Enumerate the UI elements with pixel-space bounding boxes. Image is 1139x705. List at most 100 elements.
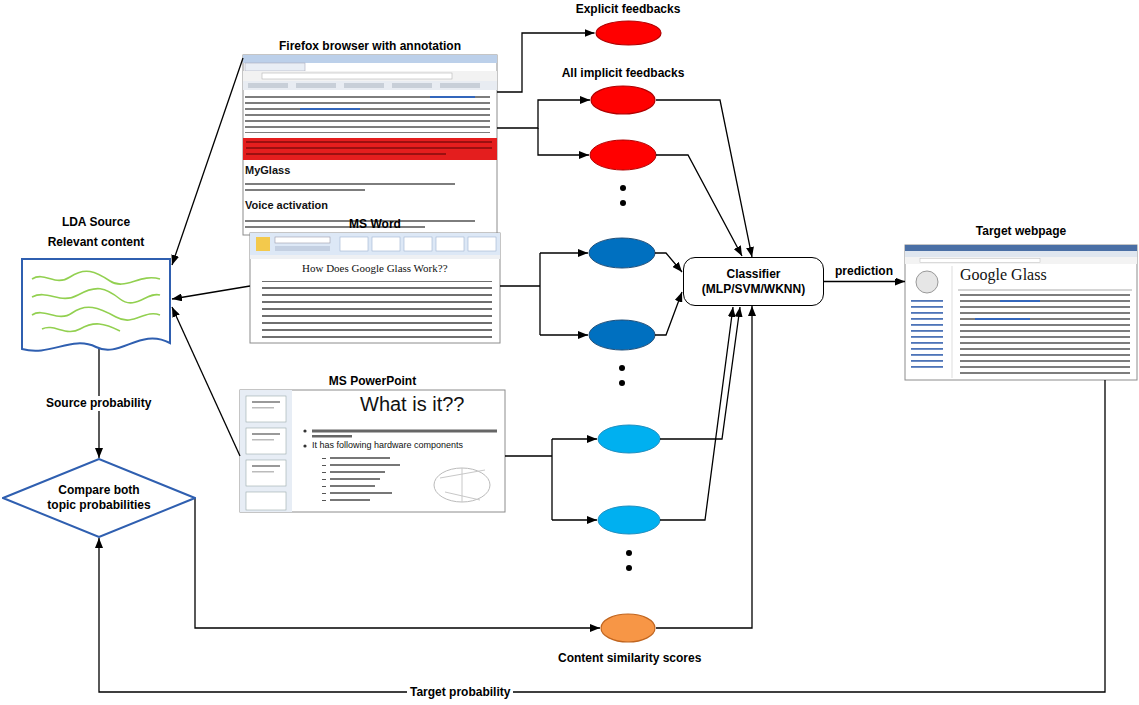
powerpoint-screenshot xyxy=(246,492,286,510)
powerpoint-screenshot xyxy=(434,468,490,502)
screenshot-panel: Target webpage xyxy=(905,222,1137,380)
ellipse-outline xyxy=(601,614,655,642)
target-screenshot xyxy=(905,245,1137,251)
node-label: Explicit feedbacks xyxy=(558,2,698,17)
powerpoint-screenshot xyxy=(252,401,280,403)
decision-diamond: Compare both topic probabilities xyxy=(2,458,196,538)
feature-arrows xyxy=(540,334,588,335)
target-screenshot xyxy=(905,245,1137,380)
feature-arrows xyxy=(655,292,682,335)
screen-text: What is it?? xyxy=(360,393,464,416)
word-screenshot xyxy=(404,237,432,251)
powerpoint-screenshot xyxy=(240,390,505,512)
target-screenshot xyxy=(905,245,1137,380)
powerpoint-screenshot xyxy=(303,444,306,447)
screen-text: Google Glass xyxy=(960,266,1047,284)
feature-arrows xyxy=(655,253,682,272)
feedback-ellipses xyxy=(589,238,655,268)
feedback-ellipses xyxy=(626,550,632,556)
powerpoint-screenshot xyxy=(312,435,352,438)
feedback-ellipses xyxy=(598,425,660,453)
powerpoint-screenshot xyxy=(252,471,274,473)
connector-arrow xyxy=(656,306,752,628)
ellipse-shape xyxy=(595,20,662,46)
connector-arrow xyxy=(497,100,590,128)
powerpoint-screenshot xyxy=(322,472,326,473)
firefox-screenshot xyxy=(243,55,497,235)
feature-arrows xyxy=(656,155,742,256)
target-screenshot xyxy=(952,266,953,378)
screen-text: It has following hardware components xyxy=(312,440,463,450)
score-ellipse: Content similarity scores xyxy=(558,613,698,666)
firefox-screenshot xyxy=(392,83,432,88)
powerpoint-screenshot xyxy=(330,478,380,480)
document-icon xyxy=(20,257,172,357)
powerpoint-screenshot xyxy=(330,492,392,494)
powerpoint-screenshot xyxy=(330,457,390,459)
feedback-ellipses xyxy=(620,200,626,206)
content-squiggle xyxy=(32,289,160,303)
diamond-outline xyxy=(3,459,195,537)
powerpoint-screenshot xyxy=(252,407,274,409)
feedback-ellipses xyxy=(619,365,625,371)
connector-arrow xyxy=(172,307,240,456)
content-squiggle xyxy=(42,324,120,332)
ellipse-shape xyxy=(600,613,656,643)
feature-arrows xyxy=(660,307,733,520)
panel-heading: MS Word xyxy=(250,215,500,233)
word-screenshot xyxy=(250,233,500,343)
firefox-screenshot xyxy=(245,93,490,133)
feedback-ellipses xyxy=(620,185,626,191)
firefox-screenshot xyxy=(243,55,497,63)
feedback-ellipse: Explicit feedbacks xyxy=(558,2,698,46)
connector-arrow xyxy=(656,100,752,257)
word-screenshot xyxy=(275,237,330,243)
feedback-ellipse: All implicit feedbacks xyxy=(548,66,698,115)
ellipse-outline xyxy=(591,86,655,114)
screenshot-frame xyxy=(905,245,1137,380)
powerpoint-screenshot xyxy=(246,460,286,486)
edge-label: prediction xyxy=(832,264,896,279)
feedback-ellipses xyxy=(598,506,660,534)
target-screenshot xyxy=(905,251,1137,257)
node-label: Content similarity scores xyxy=(558,651,698,666)
ellipse-shape xyxy=(590,85,656,115)
powerpoint-screenshot xyxy=(303,429,306,432)
word-screenshot xyxy=(340,237,368,251)
powerpoint-screenshot xyxy=(252,439,274,441)
word-screenshot xyxy=(250,233,500,255)
screen-text: How Does Google Glass Work?? xyxy=(302,262,448,274)
firefox-screenshot xyxy=(243,71,497,81)
ellipse-outline xyxy=(596,21,661,45)
feature-arrows xyxy=(505,439,552,520)
process-box: Classifier (MLP/SVM/WKNN) xyxy=(683,257,824,306)
feature-arrows xyxy=(540,252,588,253)
word-screenshot xyxy=(468,237,496,251)
word-screenshot xyxy=(262,281,492,341)
firefox-screenshot xyxy=(246,147,492,149)
target-screenshot xyxy=(1000,300,1040,302)
firefox-screenshot xyxy=(245,189,365,191)
word-screenshot xyxy=(250,233,500,343)
firefox-screenshot xyxy=(246,141,492,143)
firefox-screenshot xyxy=(344,83,384,88)
target-screenshot xyxy=(960,294,1130,376)
powerpoint-screenshot xyxy=(440,468,485,502)
screen-text: MyGlass xyxy=(245,164,290,176)
feature-arrows xyxy=(538,128,589,155)
connector-arrow xyxy=(172,286,250,299)
powerpoint-screenshot xyxy=(322,493,326,494)
target-screenshot xyxy=(905,257,1137,264)
powerpoint-screenshot xyxy=(312,430,497,433)
powerpoint-screenshot xyxy=(240,390,292,512)
content-squiggle xyxy=(32,271,160,284)
connector-arrow xyxy=(99,380,1105,692)
powerpoint-screenshot xyxy=(330,499,370,501)
feature-arrows xyxy=(500,128,742,520)
powerpoint-screenshot xyxy=(330,485,375,487)
firefox-screenshot xyxy=(243,55,497,235)
target-screenshot xyxy=(920,259,1040,263)
node-label: Compare both topic probabilities xyxy=(44,483,154,513)
feedback-ellipses xyxy=(589,140,660,571)
